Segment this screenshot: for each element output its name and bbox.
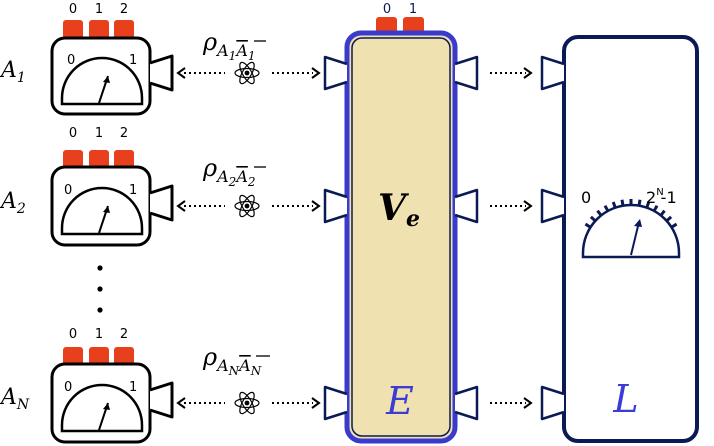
device-a1-button-label-2: 2 [120, 2, 128, 17]
device-a2-button-2 [114, 150, 134, 169]
learner-meter-needle [630, 221, 640, 256]
learner-meter-min: 0 [581, 188, 591, 207]
device-an-button-label-2: 2 [120, 327, 128, 342]
device-a2-meter-dial [60, 186, 144, 236]
device-a2-button-label-1: 1 [95, 126, 103, 141]
device-a1-output-port [149, 54, 174, 92]
learner-meter-tick [645, 201, 651, 209]
learner-meter-tick [611, 201, 617, 209]
eve-button-label-1: 1 [409, 2, 417, 17]
device-a1-button-label-1: 1 [95, 2, 103, 17]
eve-input-port-n [323, 385, 348, 421]
eve-output-port-1 [454, 55, 479, 91]
device-an-output-port [149, 381, 174, 419]
learner-input-port-2 [540, 188, 565, 224]
device-a2: 0 1 2 0 1 A2 [0, 126, 174, 247]
device-a1-meter-max: 1 [129, 53, 137, 68]
device-a1-label: A1 [0, 58, 26, 86]
device-an-button-0 [63, 347, 83, 366]
learner-meter-tick [659, 209, 666, 217]
learner-box: 0 2N-1 L [540, 35, 699, 443]
learner-meter-tick [596, 209, 603, 217]
atom-icon [234, 59, 260, 87]
learner-meter-tick [584, 222, 592, 229]
device-a1: 0 1 2 0 1 A1 [0, 2, 174, 116]
eve-box-label: E [385, 379, 414, 423]
device-a2-meter-min: 0 [64, 183, 72, 198]
eve-to-learner-links [490, 67, 533, 409]
eve-input-port-1 [323, 55, 348, 91]
device-an-label: AN [0, 385, 30, 413]
learner-meter-tick [670, 222, 678, 229]
learner-input-port-n [540, 385, 565, 421]
device-a1-button-2 [114, 20, 134, 39]
eve-box: 0 1 Ve E [323, 2, 479, 444]
state-label-an: ρANAN [202, 343, 262, 378]
device-an-meter-dial [60, 383, 144, 433]
device-a1-meter-min: 0 [67, 53, 75, 68]
device-a2-button-0 [63, 150, 83, 169]
device-a2-button-1 [89, 150, 109, 169]
device-a2-button-label-2: 2 [120, 126, 128, 141]
device-a1-button-1 [89, 20, 109, 39]
eve-button-label-0: 0 [383, 2, 391, 17]
device-a2-meter-max: 1 [129, 183, 137, 198]
device-a2-label: A2 [0, 189, 26, 217]
learner-meter-tick [603, 204, 610, 212]
state-link-an: ρANAN [176, 343, 321, 417]
device-an-button-1 [89, 347, 109, 366]
learner-box-label: L [612, 377, 638, 421]
atom-icon [234, 192, 260, 220]
device-ellipsis [97, 265, 103, 313]
learner-meter-tick [637, 199, 642, 206]
device-a1-button-0 [63, 20, 83, 39]
device-an-meter-max: 1 [129, 380, 137, 395]
eve-input-port-2 [323, 188, 348, 224]
learner-meter-tick [665, 215, 673, 222]
state-label-a2: ρA2A2 [202, 154, 256, 189]
learner-meter-tick [652, 204, 659, 212]
device-an-button-label-0: 0 [69, 327, 77, 342]
device-an-button-label-1: 1 [95, 327, 103, 342]
learner-meter-max: 2N-1 [646, 187, 677, 207]
device-a1-button-label-0: 0 [69, 2, 77, 17]
eve-box-body [344, 30, 458, 444]
device-a1-meter-dial [60, 56, 144, 106]
state-link-a2: ρA2A2 [176, 154, 321, 220]
atom-icon [234, 389, 260, 417]
eve-output-port-2 [454, 188, 479, 224]
state-label-a1: ρA1A1 [202, 28, 256, 63]
learner-input-port-1 [540, 55, 565, 91]
learner-meter-tick [589, 215, 597, 222]
state-link-a1: ρA1A1 [176, 28, 321, 87]
learner-meter-tick [620, 199, 625, 206]
device-an-button-2 [114, 347, 134, 366]
device-a2-button-label-0: 0 [69, 126, 77, 141]
learner-meter-dial [581, 203, 681, 259]
eve-output-port-n [454, 385, 479, 421]
device-a2-output-port [149, 184, 174, 222]
learner-meter-ticks [584, 199, 678, 229]
device-an: 0 1 2 0 1 AN [0, 327, 174, 444]
eve-operation-label: Ve [378, 187, 420, 232]
device-an-meter-min: 0 [64, 380, 72, 395]
